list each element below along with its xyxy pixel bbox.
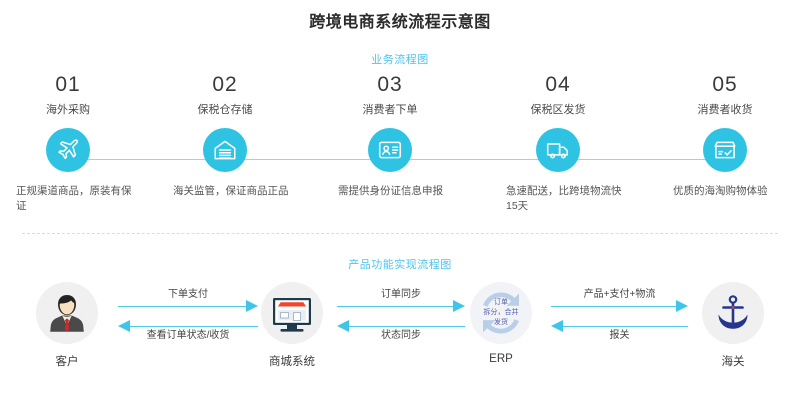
arrow-forward-1: 下单支付 [118,289,258,314]
arrow-forward-2: 订单同步 [337,289,465,314]
step-icon-circle [703,128,747,172]
arrow-head-left-icon [118,320,130,332]
airplane-icon [55,137,81,163]
step-icon-circle [203,128,247,172]
arrow-pair-mall-erp: 订单同步 状态同步 [337,289,465,348]
arrow-head-right-icon [676,300,688,312]
arrow-shaft [118,306,247,307]
package-check-icon [712,137,738,163]
arrow-label: 产品+支付+物流 [583,289,656,300]
business-flow-diagram: 01 海外采购 正规渠道商品，原装有保证 02 保税仓存储 海关监管，保证商品正… [0,72,800,222]
step-description: 优质的海淘购物体验 [673,185,768,197]
arrow-shaft [562,326,688,327]
erp-line-1: 订单 [494,299,508,306]
node-customs: 海关 [678,282,788,369]
flow-step-04: 04 保税区发货 急速配送，比跨境物流快15天 [478,72,638,214]
step-name: 消费者下单 [362,104,418,116]
shop-monitor-icon [261,282,323,344]
anchor-icon [702,282,764,344]
section-divider [22,233,778,234]
node-label: ERP [489,353,513,365]
step-icon-circle [368,128,412,172]
step-name: 海外采购 [46,104,90,116]
step-name: 消费者收货 [697,104,753,116]
arrow-label: 订单同步 [381,289,421,300]
step-description: 海关监管，保证商品正品 [173,185,289,197]
erp-inner-text: 订单 拆分，合并 发货 [470,282,532,344]
flow-step-02: 02 保税仓存储 海关监管，保证商品正品 [145,72,305,199]
step-icon-circle [46,128,90,172]
truck-icon [545,137,571,163]
arrow-shaft [348,326,465,327]
node-customer: 客户 [12,282,122,369]
arrow-shaft [337,306,454,307]
arrow-label: 报关 [609,330,630,341]
arrow-backward-1: 查看订单状态/收货 [118,318,258,342]
step-number: 02 [212,73,238,96]
flow-step-01: 01 海外采购 正规渠道商品，原装有保证 [0,72,148,214]
erp-line-2: 拆分，合并 [483,309,519,316]
id-card-icon [377,137,403,163]
arrow-label: 状态同步 [381,330,421,341]
node-label: 商城系统 [269,356,315,368]
arrow-label: 查看订单状态/收货 [146,330,230,341]
step-number: 03 [377,73,403,96]
arrow-forward-3: 产品+支付+物流 [551,289,688,314]
erp-cycle-icon: 订单 拆分，合并 发货 [470,282,532,344]
arrow-backward-3: 报关 [551,318,688,342]
arrow-pair-customer-mall: 下单支付 查看订单状态/收货 [118,289,258,348]
arrow-shaft [551,306,677,307]
flow-step-03: 03 消费者下单 需提供身份证信息申报 [310,72,470,199]
warehouse-icon [212,137,238,163]
arrow-backward-2: 状态同步 [337,318,465,342]
step-name: 保税区发货 [530,104,586,116]
arrow-head-left-icon [337,320,349,332]
businessman-avatar-icon [36,282,98,344]
erp-line-3: 发货 [494,319,508,326]
page-title: 跨境电商系统流程示意图 [309,14,491,31]
arrow-shaft [129,326,258,327]
flow-step-05: 05 消费者收货 优质的海淘购物体验 [645,72,800,199]
arrow-head-left-icon [551,320,563,332]
product-section-title: 产品功能实现流程图 [348,259,452,271]
business-section-title: 业务流程图 [371,54,429,66]
arrow-head-right-icon [453,300,465,312]
arrow-pair-erp-customs: 产品+支付+物流 报关 [551,289,688,348]
step-number: 04 [545,73,571,96]
step-number: 05 [712,73,738,96]
step-description: 需提供身份证信息申报 [338,185,443,197]
step-description: 急速配送，比跨境物流快15天 [506,185,622,212]
arrow-label: 下单支付 [168,289,208,300]
product-flow-diagram: 客户 下单支付 查看订单状态/收货 [0,282,800,392]
step-number: 01 [55,73,81,96]
arrow-head-right-icon [246,300,258,312]
step-icon-circle [536,128,580,172]
node-label: 客户 [55,356,79,368]
node-label: 海关 [721,356,745,368]
step-description: 正规渠道商品，原装有保证 [16,185,132,212]
node-mall-system: 商城系统 [237,282,347,369]
step-name: 保税仓存储 [197,104,253,116]
node-erp: 订单 拆分，合并 发货 ERP [446,282,556,365]
